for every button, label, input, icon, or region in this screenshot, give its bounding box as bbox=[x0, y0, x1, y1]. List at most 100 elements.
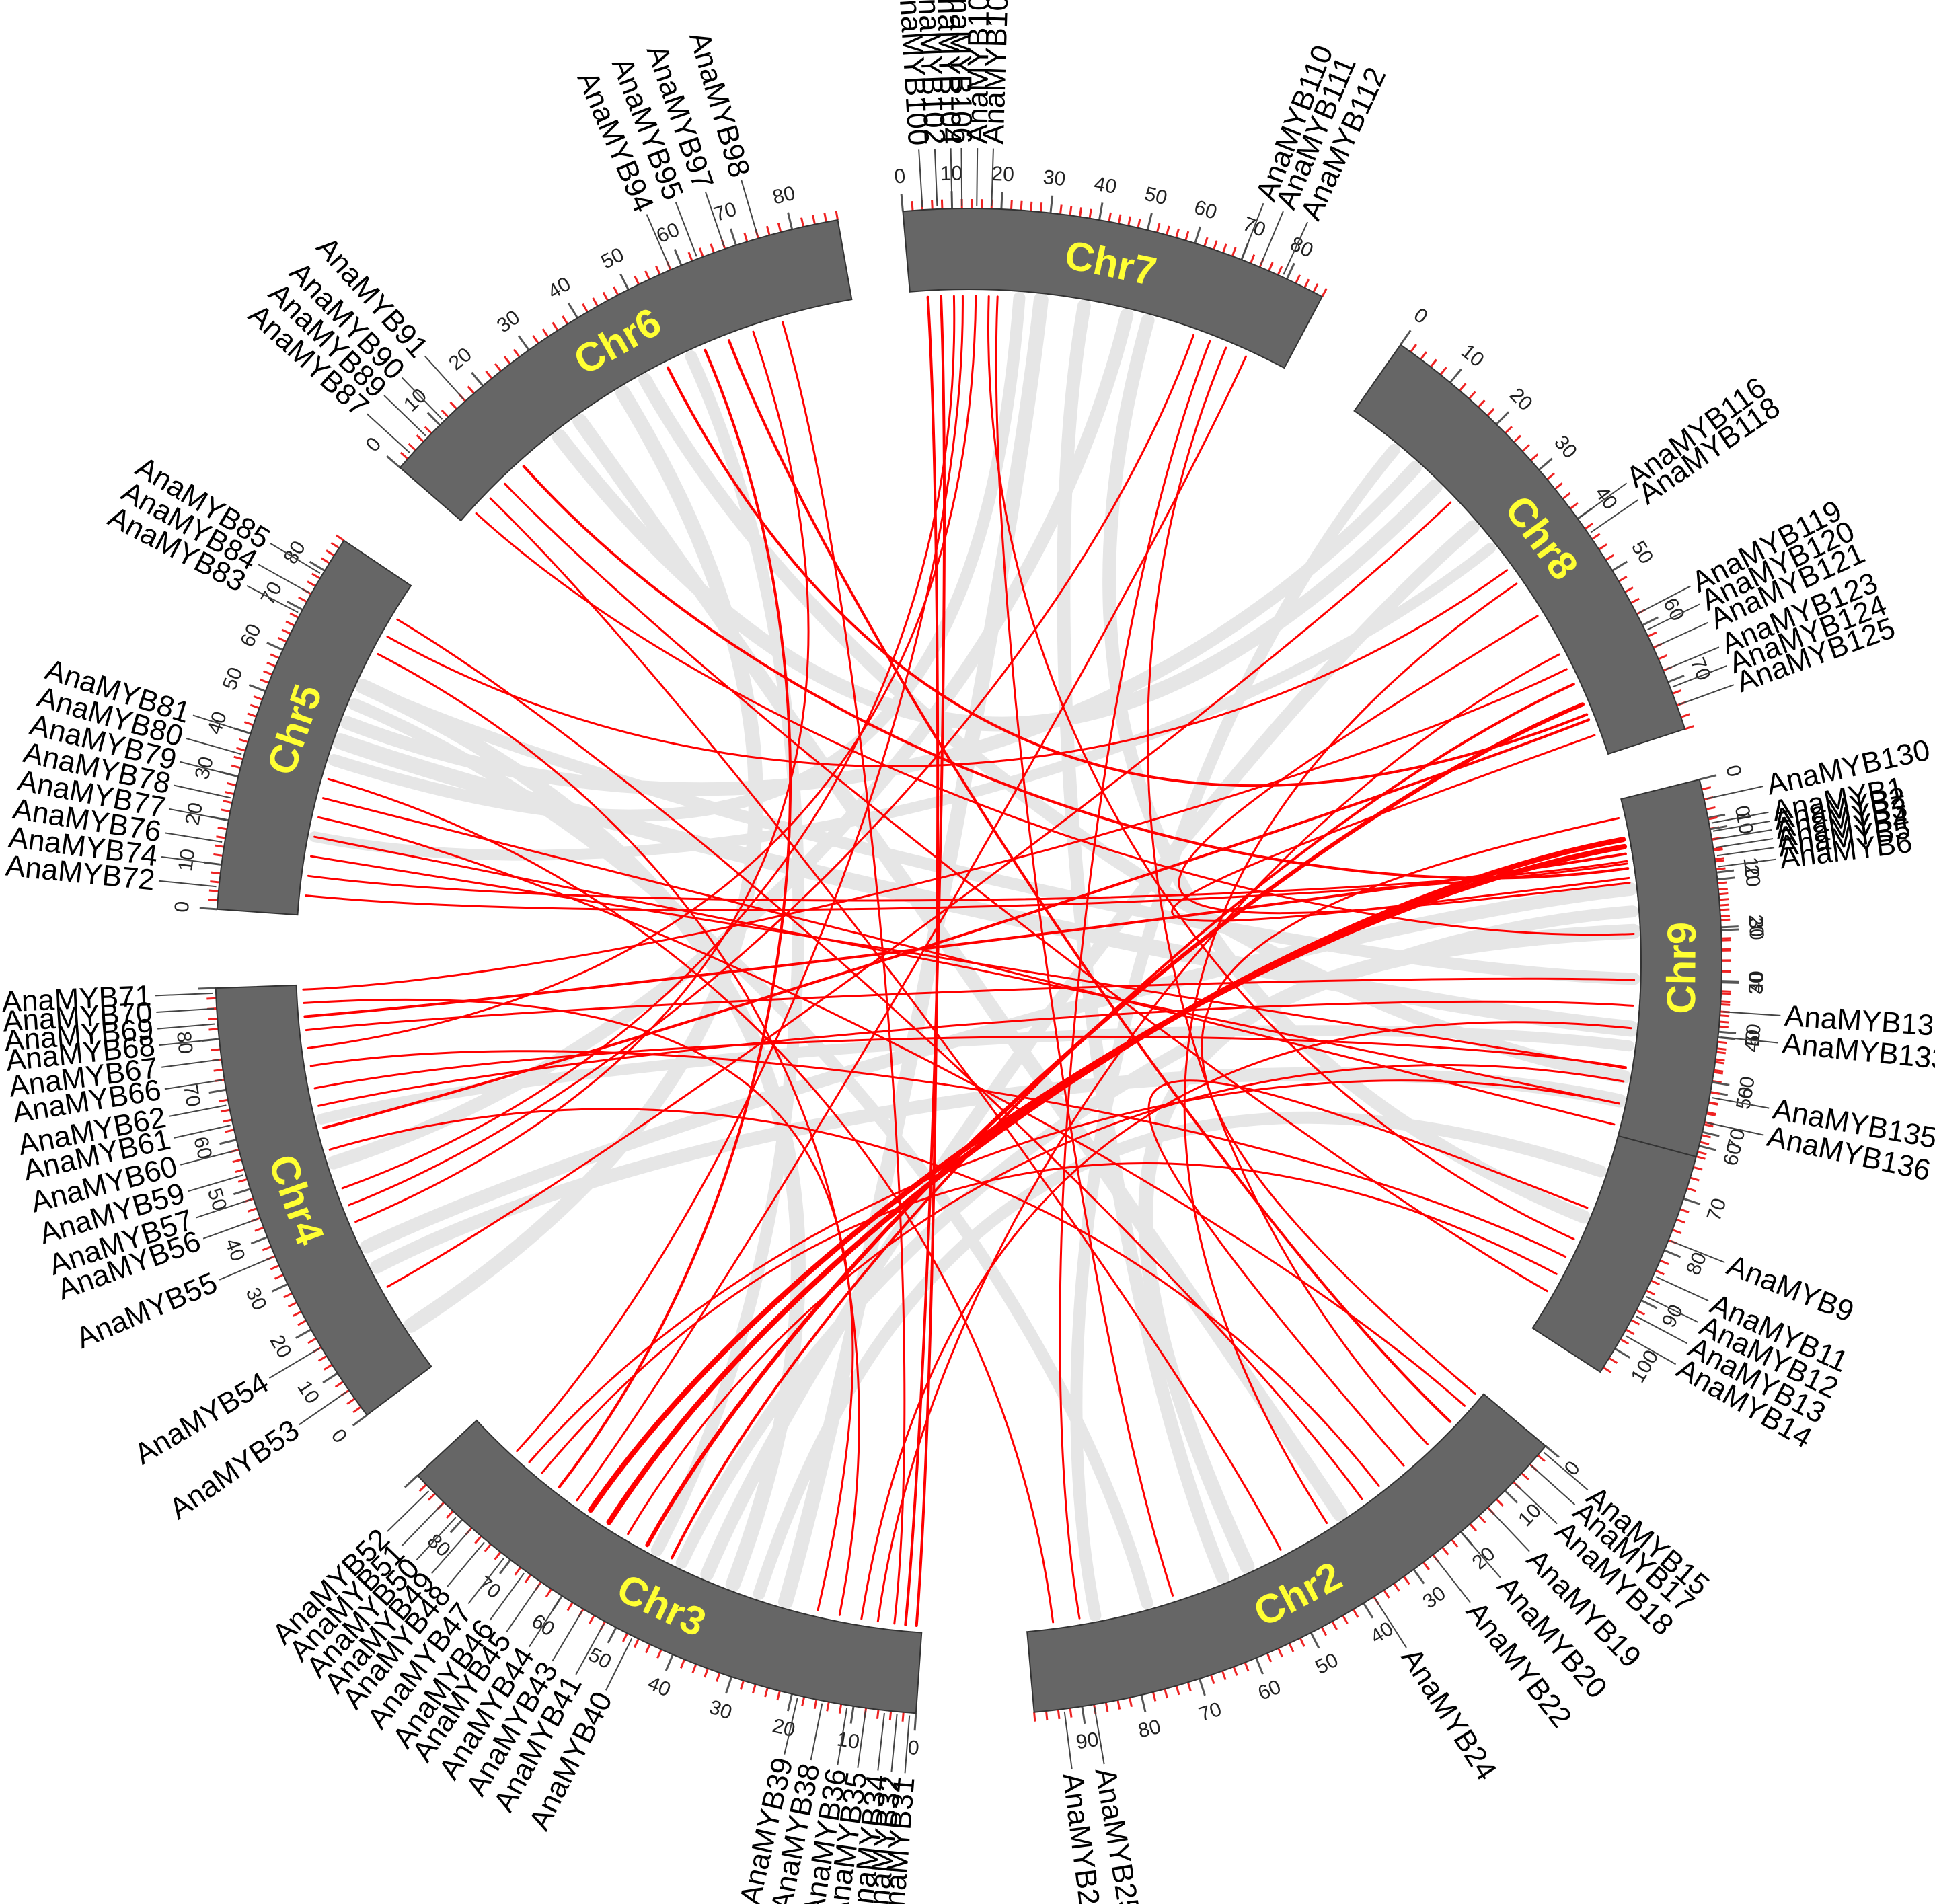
minor-tick bbox=[311, 572, 321, 580]
minor-tick bbox=[1288, 1642, 1295, 1652]
major-tick bbox=[567, 302, 578, 319]
minor-tick bbox=[285, 620, 295, 627]
minor-tick bbox=[1706, 1111, 1716, 1115]
tick-label: 10 bbox=[1457, 340, 1488, 371]
gene-leader-line bbox=[1707, 1122, 1764, 1136]
tick-label: 60 bbox=[1255, 1676, 1284, 1705]
segmental-link bbox=[727, 339, 1452, 1423]
tick-label: 90 bbox=[1075, 1728, 1100, 1754]
minor-tick bbox=[262, 1246, 272, 1252]
gene-leader-line bbox=[157, 1023, 215, 1030]
minor-tick bbox=[1700, 1141, 1710, 1145]
segmental-link bbox=[354, 330, 810, 1223]
major-tick bbox=[673, 248, 683, 266]
chromosome-ideograms: Chr1Chr2Chr3Chr4Chr5Chr6Chr7Chr8Chr9 bbox=[215, 208, 1722, 1714]
minor-tick bbox=[1537, 1454, 1546, 1462]
major-tick bbox=[1710, 825, 1728, 831]
gene-leader-line bbox=[299, 1391, 348, 1426]
gene-leader-line bbox=[1625, 1335, 1677, 1365]
minor-tick bbox=[503, 356, 511, 365]
background-link bbox=[650, 350, 805, 1556]
gene-leader-line bbox=[1590, 499, 1639, 533]
minor-tick bbox=[1451, 1539, 1459, 1548]
gene-leader-line bbox=[258, 564, 309, 594]
gene-label: AnaMYB104 bbox=[931, 0, 967, 145]
minor-tick bbox=[1569, 502, 1579, 510]
gene-label: AnaMYB108 bbox=[977, 0, 1016, 145]
major-tick bbox=[266, 642, 284, 651]
gene-leader-line bbox=[1718, 858, 1776, 868]
minor-tick bbox=[613, 286, 619, 296]
minor-tick bbox=[1584, 523, 1593, 530]
minor-tick bbox=[1625, 1328, 1635, 1336]
minor-tick bbox=[277, 636, 287, 643]
minor-tick bbox=[441, 409, 449, 418]
gene-leader-line bbox=[950, 148, 953, 206]
minor-tick bbox=[1693, 1166, 1703, 1171]
minor-tick bbox=[1231, 247, 1237, 257]
major-tick bbox=[309, 560, 326, 572]
segmental-link bbox=[782, 321, 906, 1625]
minor-tick bbox=[1715, 1058, 1725, 1062]
gene-leader-line bbox=[1374, 1598, 1407, 1648]
tick-label: 30 bbox=[1418, 1582, 1449, 1613]
minor-tick bbox=[1718, 1025, 1729, 1028]
major-tick bbox=[1667, 675, 1685, 683]
minor-tick bbox=[1521, 1472, 1529, 1480]
tick-label: 30 bbox=[1550, 431, 1581, 463]
segmental-link bbox=[305, 977, 1636, 1032]
major-tick bbox=[787, 212, 794, 230]
gene-leader-line bbox=[1063, 1711, 1073, 1769]
segmental-link bbox=[327, 777, 1055, 1624]
minor-tick bbox=[222, 1118, 233, 1123]
minor-tick bbox=[213, 1068, 223, 1072]
minor-tick bbox=[1718, 887, 1728, 891]
minor-tick bbox=[266, 661, 276, 668]
segmental-link bbox=[302, 668, 1568, 991]
minor-tick bbox=[739, 1680, 745, 1690]
minor-tick bbox=[1624, 586, 1634, 593]
segmental-link bbox=[1147, 1079, 1589, 1467]
minor-tick bbox=[1010, 200, 1013, 210]
tick-label: 80 bbox=[423, 1529, 455, 1561]
major-tick bbox=[1611, 560, 1628, 572]
major-tick bbox=[786, 1693, 793, 1712]
tick-label: 30 bbox=[493, 306, 524, 337]
gene-leader-line bbox=[1712, 820, 1770, 832]
major-tick bbox=[1400, 330, 1412, 346]
tick-label: 30 bbox=[1745, 972, 1768, 995]
minor-tick bbox=[679, 1659, 686, 1669]
tick-label: 80 bbox=[280, 537, 311, 568]
gene-leader-line bbox=[810, 1703, 823, 1761]
minor-tick bbox=[1608, 1357, 1618, 1364]
minor-tick bbox=[427, 1492, 436, 1501]
minor-tick bbox=[764, 1687, 769, 1698]
tick-label: 10 bbox=[1514, 1499, 1546, 1531]
minor-tick bbox=[281, 628, 291, 635]
segmental-link bbox=[588, 843, 1628, 1513]
minor-tick bbox=[1530, 453, 1539, 461]
minor-tick bbox=[1331, 1621, 1338, 1630]
minor-tick bbox=[1299, 1637, 1305, 1647]
segmental-link bbox=[386, 569, 1509, 767]
segmental-link bbox=[313, 1035, 1627, 1090]
minor-tick bbox=[1175, 1685, 1180, 1696]
gene-leader-line bbox=[196, 1198, 252, 1219]
major-tick bbox=[1640, 1299, 1658, 1309]
minor-tick bbox=[1312, 283, 1319, 293]
major-tick bbox=[1716, 869, 1735, 874]
minor-tick bbox=[1030, 201, 1033, 211]
major-tick bbox=[1702, 1131, 1720, 1137]
minor-tick bbox=[532, 335, 539, 344]
minor-tick bbox=[1720, 918, 1731, 921]
gene-leader-line bbox=[431, 1529, 471, 1574]
minor-tick bbox=[1088, 208, 1092, 219]
minor-tick bbox=[1137, 218, 1141, 229]
minor-tick bbox=[1303, 278, 1310, 289]
tick-label: 80 bbox=[1682, 1249, 1711, 1278]
minor-tick bbox=[1439, 367, 1447, 376]
minor-tick bbox=[838, 1704, 843, 1714]
minor-tick bbox=[307, 580, 316, 587]
minor-tick bbox=[1713, 847, 1723, 851]
minor-tick bbox=[1706, 806, 1716, 810]
